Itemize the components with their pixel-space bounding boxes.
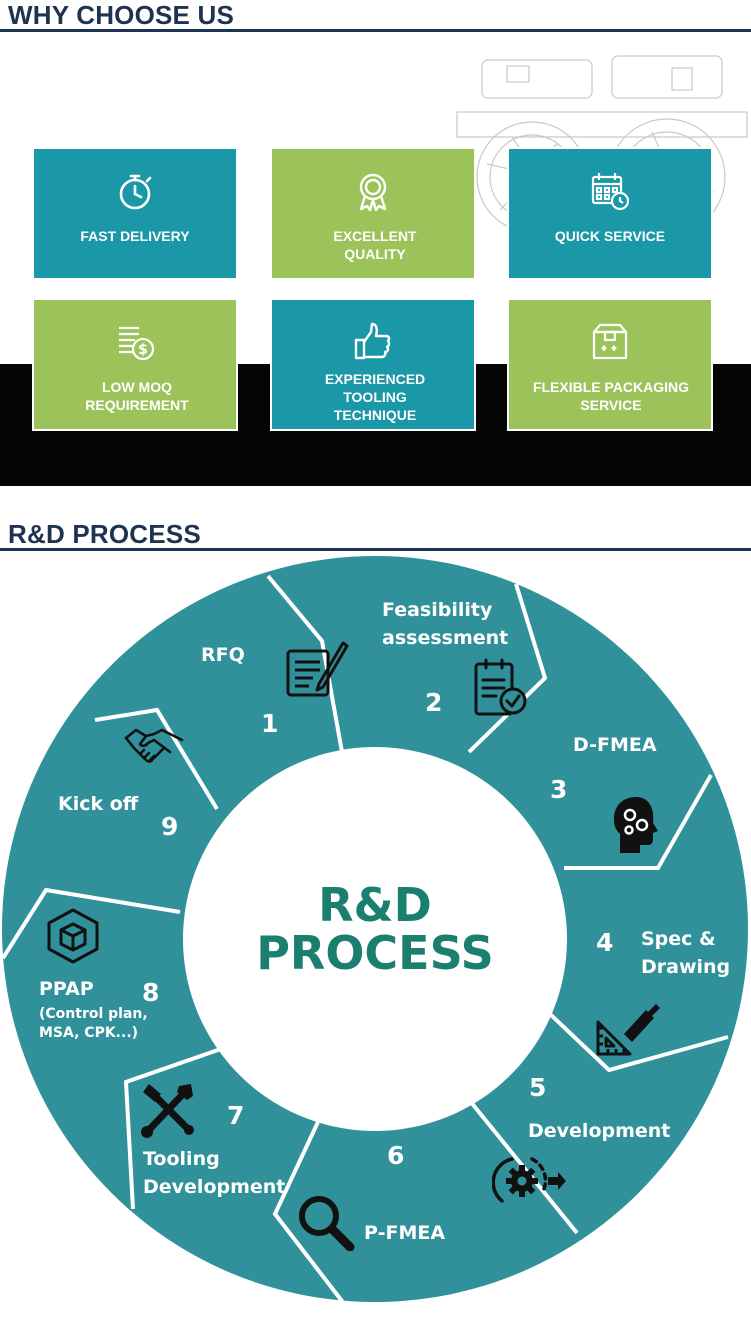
tile-label: LOW MOQ REQUIREMENT	[85, 379, 189, 413]
tile-low-moq: $ LOW MOQ REQUIREMENT	[32, 298, 238, 431]
step-label-9: Kick off	[58, 793, 139, 815]
award-ribbon-icon	[359, 173, 387, 212]
step-label-4: Spec & Drawing	[641, 928, 731, 978]
handshake-icon	[124, 728, 184, 763]
step-number-2: 2	[425, 688, 443, 717]
tile-flexible-packaging: FLEXIBLE PACKAGING SERVICE	[507, 298, 713, 431]
step-number-7: 7	[227, 1101, 245, 1130]
step-label-6: P-FMEA	[364, 1222, 446, 1244]
center-title-line1: R&D	[318, 878, 432, 932]
step-number-1: 1	[261, 709, 279, 738]
step-number-5: 5	[529, 1073, 547, 1102]
heading-rule	[0, 548, 751, 551]
document-pen-icon	[286, 641, 349, 697]
package-box-icon	[592, 323, 628, 360]
step-number-8: 8	[142, 978, 160, 1007]
heading-rule	[0, 29, 751, 32]
rd-process-heading: R&D PROCESS	[8, 519, 201, 549]
stopwatch-icon	[119, 174, 152, 210]
magnifier-icon	[299, 1196, 355, 1251]
wheel-ring	[2, 556, 749, 1302]
step-number-4: 4	[596, 928, 614, 957]
calendar-clock-icon	[591, 173, 630, 211]
thumbs-up-icon	[354, 322, 391, 360]
clipboard-check-icon	[474, 658, 527, 716]
step-number-9: 9	[161, 812, 179, 841]
step-label-8: PPAP	[39, 978, 94, 1000]
drafting-tools-icon	[596, 1004, 660, 1056]
head-gears-icon	[613, 797, 658, 853]
step-label-1: RFQ	[201, 644, 245, 666]
step-label-2: Feasibility assessment	[382, 599, 509, 649]
wrench-screwdriver-icon	[141, 1084, 194, 1138]
tile-label: FLEXIBLE PACKAGING SERVICE	[532, 379, 690, 413]
step-label-3: D-FMEA	[573, 734, 657, 756]
step-label-5: Development	[528, 1120, 671, 1142]
tile-experienced-tooling: EXPERIENCED TOOLING TECHNIQUE	[270, 298, 476, 431]
step-number-6: 6	[387, 1141, 405, 1170]
tile-quick-service: QUICK SERVICE	[507, 147, 713, 280]
tile-label: FAST DELIVERY	[80, 228, 190, 244]
tile-excellent-quality: EXCELLENT QUALITY	[270, 147, 476, 280]
center-title-line2: PROCESS	[256, 926, 494, 980]
rd-process-wheel	[1, 556, 749, 1307]
coin-stack-icon: $	[119, 326, 155, 361]
gear-arrow-icon	[492, 1157, 566, 1203]
step-sublabel-8: (Control plan, MSA, CPK...)	[39, 1006, 148, 1041]
tile-fast-delivery: FAST DELIVERY	[32, 147, 238, 280]
tile-label: EXCELLENT QUALITY	[333, 228, 417, 262]
tile-label: QUICK SERVICE	[554, 228, 666, 244]
cube-icon	[47, 908, 99, 964]
why-choose-us-heading: WHY CHOOSE US	[8, 0, 235, 30]
svg-text:$: $	[138, 342, 148, 358]
step-number-3: 3	[550, 775, 568, 804]
step-label-7: Tooling Development	[143, 1148, 286, 1198]
tile-label: EXPERIENCED TOOLING TECHNIQUE	[324, 371, 426, 423]
